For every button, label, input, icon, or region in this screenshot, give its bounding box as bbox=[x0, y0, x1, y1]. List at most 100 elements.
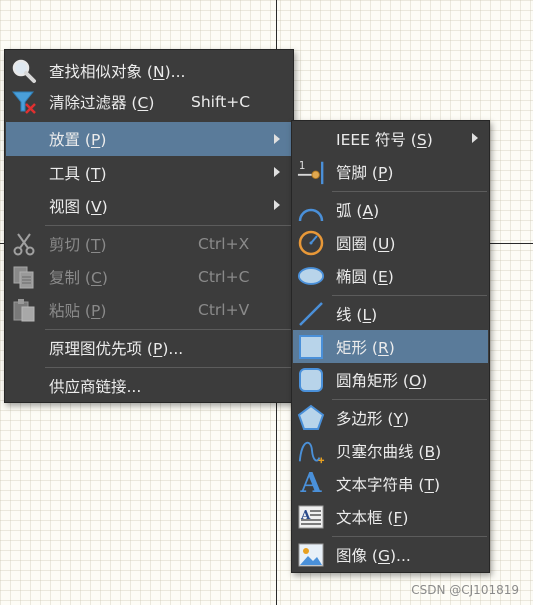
menu-item-accelerator: A bbox=[362, 201, 374, 220]
submenu-arrow-icon bbox=[274, 167, 280, 177]
scissors-icon bbox=[10, 230, 38, 258]
menu-item-label: 视图 ( bbox=[49, 197, 91, 216]
menu-separator bbox=[45, 329, 291, 330]
menu-item-place[interactable]: 放置 (P) bbox=[6, 122, 292, 156]
ellipse-icon bbox=[297, 262, 325, 290]
menu-item-suffix: ) bbox=[387, 267, 394, 286]
menu-item-label: IEEE 符号 ( bbox=[336, 130, 417, 149]
menu-item-label: 粘贴 ( bbox=[49, 301, 91, 320]
menu-item-label: 线 ( bbox=[336, 305, 363, 324]
menu-item-suffix: ) bbox=[387, 164, 394, 182]
submenu-item-ieee-symbols[interactable]: IEEE 符号 (S) bbox=[293, 122, 488, 155]
menu-item-suffix: )... bbox=[390, 546, 411, 565]
submenu-item-arc[interactable]: 弧 (A) bbox=[293, 193, 488, 226]
menu-item-suffix: )... bbox=[162, 339, 184, 358]
menu-item-suffix: ) bbox=[426, 130, 433, 149]
paste-icon bbox=[10, 296, 38, 324]
menu-item-tools[interactable]: 工具 (T) bbox=[6, 156, 292, 189]
rectangle-icon bbox=[297, 333, 325, 361]
submenu-item-bezier[interactable]: 贝塞尔曲线 (B) bbox=[293, 434, 488, 467]
menu-item-paste[interactable]: 粘贴 (P) Ctrl+V bbox=[6, 293, 292, 326]
image-icon bbox=[297, 541, 325, 569]
menu-item-label: 文本框 ( bbox=[336, 508, 394, 527]
submenu-item-line[interactable]: 线 (L) bbox=[293, 297, 488, 330]
menu-item-suffix: ) bbox=[100, 131, 107, 149]
menu-item-accelerator: S bbox=[416, 130, 427, 149]
menu-item-cut[interactable]: 剪切 (T) Ctrl+X bbox=[6, 227, 292, 260]
menu-item-accelerator: C bbox=[90, 268, 102, 287]
menu-item-suffix: ) bbox=[433, 475, 441, 494]
menu-item-label: 弧 ( bbox=[336, 201, 363, 220]
menu-item-copy[interactable]: 复制 (C) Ctrl+C bbox=[6, 260, 292, 293]
submenu-arrow-icon bbox=[274, 200, 280, 210]
text-string-glyph: A bbox=[300, 467, 322, 499]
menu-item-clear-filter[interactable]: 清除过滤器 (C) Shift+C bbox=[6, 87, 292, 117]
menu-item-accelerator: P bbox=[90, 131, 101, 149]
menu-item-accelerator: L bbox=[362, 305, 372, 324]
menu-item-accelerator: R bbox=[377, 338, 389, 357]
menu-item-suffix: ) bbox=[421, 371, 428, 390]
menu-separator bbox=[332, 295, 487, 296]
submenu-item-text-frame[interactable]: A 文本框 (F) bbox=[293, 500, 488, 533]
menu-item-accelerator: F bbox=[393, 508, 403, 527]
menu-item-label: 工具 ( bbox=[49, 164, 91, 183]
menu-item-label: 管脚 ( bbox=[336, 164, 378, 182]
menu-item-suffix: ) bbox=[402, 508, 409, 527]
menu-item-suffix: ) bbox=[101, 197, 108, 216]
menu-item-shortcut: Ctrl+C bbox=[198, 267, 250, 286]
submenu-item-circle[interactable]: 圆圈 (U) bbox=[293, 226, 488, 259]
menu-item-shortcut: Ctrl+V bbox=[198, 300, 250, 319]
rounded-rectangle-icon bbox=[297, 366, 325, 394]
menu-item-label: 复制 ( bbox=[49, 268, 91, 287]
pin-number: 1 bbox=[299, 160, 306, 172]
menu-separator bbox=[332, 191, 487, 192]
menu-item-label: 贝塞尔曲线 ( bbox=[336, 442, 425, 461]
submenu-item-ellipse[interactable]: 椭圆 (E) bbox=[293, 259, 488, 292]
menu-item-schematic-preferences[interactable]: 原理图优先项 (P)... bbox=[6, 331, 292, 364]
menu-item-label: 椭圆 ( bbox=[336, 267, 378, 286]
menu-separator bbox=[45, 367, 291, 368]
menu-item-accelerator: T bbox=[90, 164, 101, 183]
menu-item-accelerator: P bbox=[152, 339, 163, 358]
menu-item-view[interactable]: 视图 (V) bbox=[6, 189, 292, 222]
line-icon bbox=[297, 300, 325, 328]
arc-icon bbox=[297, 196, 325, 224]
menu-item-label: 圆角矩形 ( bbox=[336, 371, 409, 390]
menu-separator bbox=[45, 225, 291, 226]
menu-item-suffix: ) bbox=[435, 442, 442, 461]
watermark: CSDN @CJ101819 bbox=[411, 583, 519, 597]
menu-item-label: 圆圈 ( bbox=[336, 234, 378, 253]
menu-item-label: 清除过滤器 ( bbox=[49, 94, 138, 112]
menu-item-accelerator: U bbox=[377, 234, 390, 253]
submenu-item-rounded-rectangle[interactable]: 圆角矩形 (O) bbox=[293, 363, 488, 396]
svg-text:A: A bbox=[300, 508, 311, 522]
menu-item-accelerator: P bbox=[90, 301, 101, 320]
text-frame-icon: A bbox=[297, 503, 325, 531]
menu-item-accelerator: O bbox=[408, 371, 422, 390]
menu-item-accelerator: P bbox=[377, 164, 388, 182]
submenu-item-polygon[interactable]: 多边形 (Y) bbox=[293, 401, 488, 434]
polygon-icon bbox=[297, 404, 325, 432]
menu-item-label: 图像 ( bbox=[336, 546, 378, 565]
place-submenu: IEEE 符号 (S) 1 管脚 (P) 弧 (A) bbox=[291, 120, 490, 573]
context-menu: 查找相似对象 (N)... 清除过滤器 (C) Shift+C 放置 (P) 工… bbox=[4, 49, 294, 403]
menu-item-accelerator: B bbox=[424, 442, 436, 461]
search-icon bbox=[10, 57, 38, 85]
menu-item-label: 放置 ( bbox=[49, 131, 91, 149]
menu-item-suffix: ) bbox=[402, 409, 410, 428]
submenu-item-text-string[interactable]: A 文本字符串 (T) bbox=[293, 467, 488, 500]
submenu-arrow-icon bbox=[274, 134, 280, 144]
menu-item-accelerator: T bbox=[424, 475, 434, 494]
menu-item-accelerator: V bbox=[90, 197, 102, 216]
menu-item-supplier-links[interactable]: 供应商链接... bbox=[6, 369, 292, 402]
submenu-item-rectangle[interactable]: 矩形 (R) bbox=[293, 330, 488, 363]
menu-item-suffix: ) bbox=[148, 94, 155, 112]
menu-item-find-similar[interactable]: 查找相似对象 (N)... bbox=[6, 54, 292, 87]
menu-separator bbox=[332, 399, 487, 400]
menu-item-shortcut: Ctrl+X bbox=[198, 234, 250, 253]
menu-item-suffix: )... bbox=[164, 62, 186, 81]
submenu-item-pin[interactable]: 1 管脚 (P) bbox=[293, 155, 488, 189]
menu-item-label: 文本字符串 ( bbox=[336, 475, 425, 494]
submenu-item-image[interactable]: 图像 (G)... bbox=[293, 538, 488, 571]
menu-item-suffix: ) bbox=[388, 338, 395, 357]
